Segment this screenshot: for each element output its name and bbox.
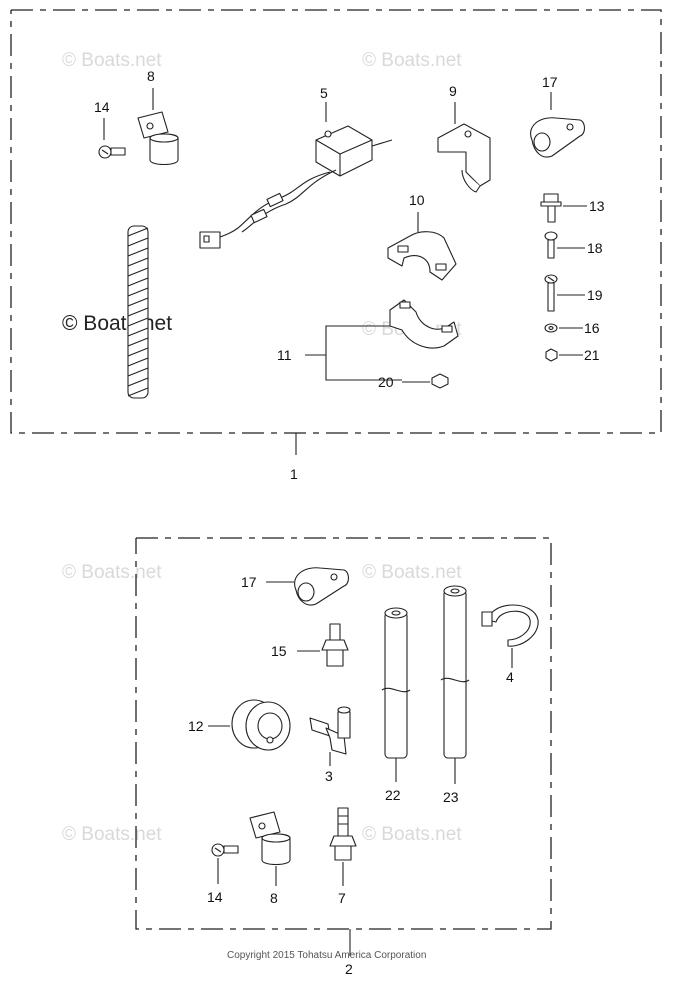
part-4-cable-tie bbox=[481, 604, 539, 668]
callout-14-kit2: 14 bbox=[207, 889, 223, 905]
part-3-elbow-fitting bbox=[309, 706, 351, 766]
callout-11: 11 bbox=[277, 347, 292, 363]
callout-16: 16 bbox=[584, 320, 600, 336]
spiral-wrap-tube bbox=[127, 225, 149, 399]
kit-1-label: 1 bbox=[290, 466, 298, 482]
part-11-clamp bbox=[305, 299, 459, 381]
part-17-clip-kit2 bbox=[266, 567, 350, 606]
callout-8: 8 bbox=[147, 68, 155, 84]
part-12-ring-grommet bbox=[208, 699, 291, 751]
part-17-clip bbox=[530, 92, 586, 158]
callout-10: 10 bbox=[409, 192, 425, 208]
part-15-grommet bbox=[297, 623, 349, 667]
watermark-dark: © Boats.net bbox=[62, 312, 172, 335]
part-21-nut bbox=[545, 348, 583, 362]
callout-19: 19 bbox=[587, 287, 603, 303]
part-9-bracket bbox=[437, 102, 491, 193]
part-8-clamp bbox=[137, 88, 179, 166]
part-14-screw-kit2 bbox=[211, 843, 239, 884]
callout-5: 5 bbox=[320, 85, 328, 101]
part-23-hose bbox=[440, 585, 470, 784]
callout-21: 21 bbox=[584, 347, 600, 363]
part-5-switch-harness bbox=[199, 102, 393, 249]
callout-22: 22 bbox=[385, 787, 401, 803]
callout-15: 15 bbox=[271, 643, 287, 659]
watermark: © Boats.net bbox=[362, 824, 462, 845]
callout-20: 20 bbox=[378, 374, 394, 390]
part-18-screw bbox=[544, 231, 585, 259]
callout-18: 18 bbox=[587, 240, 603, 256]
callout-23: 23 bbox=[443, 789, 459, 805]
watermark: © Boats.net bbox=[62, 824, 162, 845]
part-16-washer bbox=[544, 323, 583, 333]
copyright-notice: Copyright 2015 Tohatsu America Corporati… bbox=[227, 950, 426, 961]
part-19-screw bbox=[544, 274, 585, 312]
callout-14: 14 bbox=[94, 99, 110, 115]
watermark: © Boats.net bbox=[62, 562, 162, 583]
callout-13: 13 bbox=[589, 198, 605, 214]
part-13-bolt bbox=[540, 193, 587, 223]
kit-2-label: 2 bbox=[345, 961, 353, 977]
part-14-screw bbox=[98, 118, 126, 159]
callout-17-kit2: 17 bbox=[241, 574, 257, 590]
watermark: © Boats.net bbox=[362, 50, 462, 71]
callout-12: 12 bbox=[188, 718, 204, 734]
watermark: © Boats.net bbox=[362, 562, 462, 583]
part-7-hose-connector bbox=[329, 807, 357, 886]
callout-4: 4 bbox=[506, 669, 514, 685]
part-22-hose bbox=[381, 607, 411, 782]
callout-17: 17 bbox=[542, 74, 558, 90]
part-20-nut bbox=[402, 373, 449, 389]
watermark: © Boats.net bbox=[62, 50, 162, 71]
callout-9: 9 bbox=[449, 83, 457, 99]
kit-1-frame: 1 bbox=[10, 9, 662, 482]
callout-3: 3 bbox=[325, 768, 333, 784]
part-8-clamp-kit2 bbox=[249, 811, 291, 886]
part-10-half-clamp bbox=[387, 212, 457, 281]
callout-8-kit2: 8 bbox=[270, 890, 278, 906]
callout-7: 7 bbox=[338, 890, 346, 906]
kit-2-frame: 2 bbox=[135, 537, 552, 977]
